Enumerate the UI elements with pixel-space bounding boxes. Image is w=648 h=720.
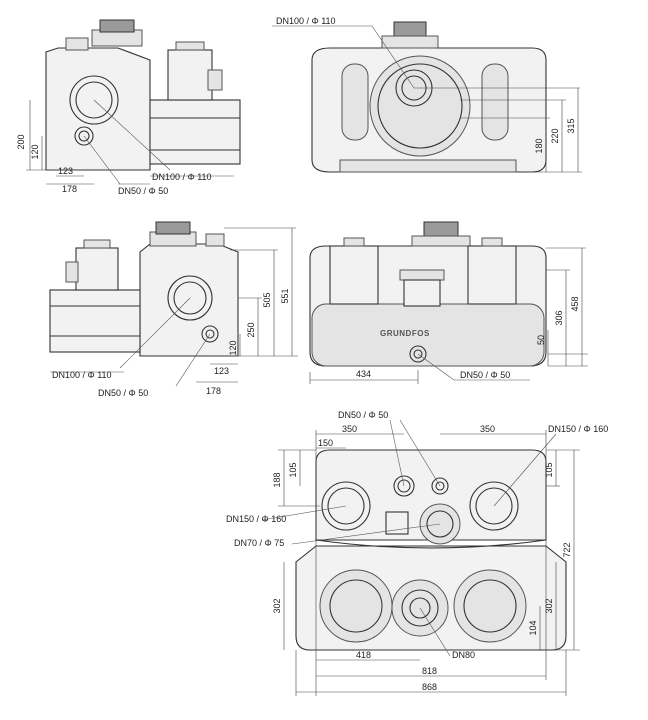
label-dn50-phi50-a: DN50 / Φ 50 [118, 186, 168, 196]
dim-434: 434 [356, 369, 371, 379]
brand-logo: GRUNDFOS [380, 329, 430, 338]
label-dn80: DN80 [452, 650, 475, 660]
dim-220: 220 [550, 128, 560, 143]
label-dn100-phi110-c: DN100 / Φ 110 [52, 370, 112, 380]
label-dn100-phi110-a: DN100 / Φ 110 [152, 172, 212, 182]
dim-123-b: 123 [214, 366, 229, 376]
label-dn100-phi110-b: DN100 / Φ 110 [276, 16, 336, 26]
label-dn50-phi50-b: DN50 / Φ 50 [98, 388, 148, 398]
side-view-left-top: 200 120 123 178 DN100 / Φ 110 DN50 / Φ 5… [16, 19, 241, 196]
dim-505: 505 [262, 292, 272, 307]
dim-120-b: 120 [228, 340, 238, 355]
dim-315: 315 [566, 118, 576, 133]
dim-180: 180 [534, 138, 544, 153]
label-dn50-phi50-d: DN50 / Φ 50 [338, 410, 388, 420]
dim-868: 868 [422, 682, 437, 692]
dim-120-a: 120 [30, 144, 40, 159]
dim-350-a: 350 [342, 424, 357, 434]
dim-818: 818 [422, 666, 437, 676]
dim-350-b: 350 [480, 424, 495, 434]
dim-722: 722 [562, 542, 572, 557]
label-dn50-phi50-c: DN50 / Φ 50 [460, 370, 510, 380]
dim-123-a: 123 [58, 166, 73, 176]
dim-418: 418 [356, 650, 371, 660]
dim-188: 188 [272, 472, 282, 487]
label-dn70-phi75: DN70 / Φ 75 [234, 538, 284, 548]
dim-105-b: 105 [544, 462, 554, 477]
dim-105-a: 105 [288, 462, 298, 477]
dim-306: 306 [554, 310, 564, 325]
dim-104: 104 [528, 620, 538, 635]
dim-50: 50 [536, 335, 546, 345]
dim-200: 200 [16, 134, 26, 149]
dim-178-b: 178 [206, 386, 221, 396]
front-view-middle: GRUNDFOS 458 306 50 434 DN50 / Φ 50 [309, 221, 588, 384]
dim-302-a: 302 [272, 598, 282, 613]
plan-view-bottom: 150 350 350 DN50 / Φ 50 DN150 / Φ 160 DN… [226, 410, 608, 696]
dim-302-b: 302 [544, 598, 554, 613]
label-dn150-phi160-b: DN150 / Φ 160 [226, 514, 286, 524]
front-view-top: DN100 / Φ 110 315 220 180 [272, 16, 582, 173]
side-view-left-middle: 551 505 250 120 123 178 DN100 / Φ 110 DN… [49, 221, 298, 398]
dim-551: 551 [280, 288, 290, 303]
label-dn150-phi160-a: DN150 / Φ 160 [548, 424, 608, 434]
dim-458: 458 [570, 296, 580, 311]
dim-250: 250 [246, 322, 256, 337]
dim-150: 150 [318, 438, 333, 448]
dim-178-a: 178 [62, 184, 77, 194]
